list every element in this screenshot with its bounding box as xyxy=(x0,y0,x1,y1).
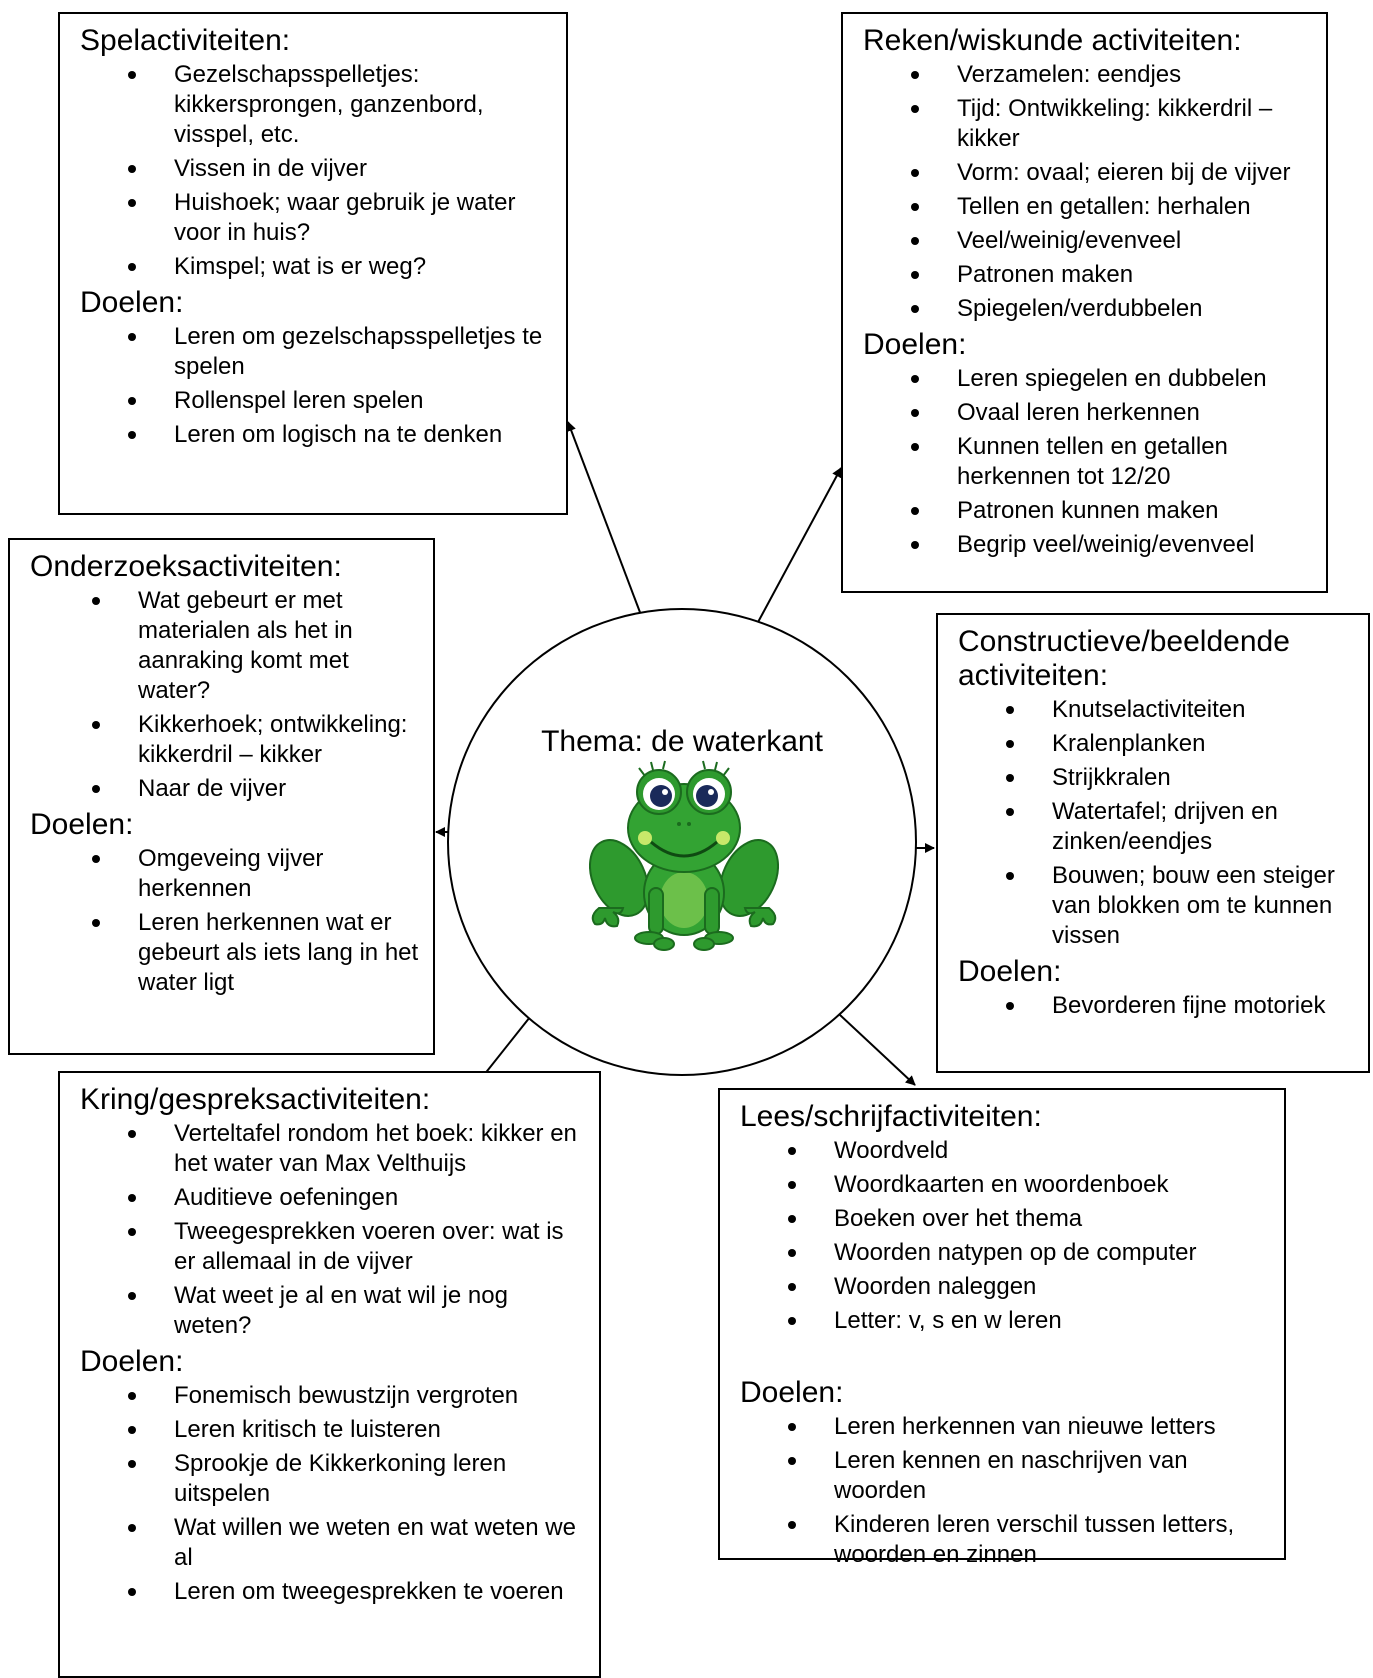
spel-title: Spelactiviteiten: xyxy=(80,24,291,57)
list-item: Vissen in de vijver xyxy=(80,154,552,184)
list-item: Tijd: Ontwikkeling: kikkerdril – kikker xyxy=(863,94,1312,154)
list-item: Bouwen; bouw een steiger van blokken om … xyxy=(958,861,1354,951)
list-item: Huishoek; waar gebruik je water voor in … xyxy=(80,188,552,248)
list-item: Strijkkralen xyxy=(958,763,1354,793)
list-item: Ovaal leren herkennen xyxy=(863,398,1312,428)
arrow-to-lees xyxy=(839,1014,916,1086)
constructief-activities-box: Constructieve/beeldende activiteiten: Kn… xyxy=(936,613,1370,1073)
list-item: Leren herkennen van nieuwe letters xyxy=(740,1412,1270,1442)
center-theme-circle: Thema: de waterkant xyxy=(447,608,917,1076)
lees-activity-list: Woordveld Woordkaarten en woordenboek Bo… xyxy=(740,1136,1270,1336)
list-item: Spiegelen/verdubbelen xyxy=(863,294,1312,324)
list-item: Kinderen leren verschil tussen letters, … xyxy=(740,1510,1270,1570)
list-item: Leren spiegelen en dubbelen xyxy=(863,364,1312,394)
list-item: Patronen kunnen maken xyxy=(863,496,1312,526)
spel-goal-list: Leren om gezelschapsspelletjes te spelen… xyxy=(80,322,552,450)
arrow-to-spel xyxy=(566,421,642,616)
reken-activity-list: Verzamelen: eendjes Tijd: Ontwikkeling: … xyxy=(863,60,1312,324)
list-item: Gezelschapsspelletjes: kikkersprongen, g… xyxy=(80,60,552,150)
list-item: Boeken over het thema xyxy=(740,1204,1270,1234)
list-item: Leren kennen en naschrijven van woorden xyxy=(740,1446,1270,1506)
reken-title: Reken/wiskunde activiteiten: xyxy=(863,24,1242,57)
list-item: Naar de vijver xyxy=(30,774,419,804)
list-item: Woorden natypen op de computer xyxy=(740,1238,1270,1268)
list-item: Kunnen tellen en getallen herkennen tot … xyxy=(863,432,1312,492)
onderzoek-activity-list: Wat gebeurt er met materialen als het in… xyxy=(30,586,419,804)
list-item: Tellen en getallen: herhalen xyxy=(863,192,1312,222)
list-item: Kikkerhoek; ontwikkeling: kikkerdril – k… xyxy=(30,710,419,770)
list-item: Leren om gezelschapsspelletjes te spelen xyxy=(80,322,552,382)
arrow-to-reken xyxy=(756,467,842,625)
kring-goal-list: Fonemisch bewustzijn vergroten Leren kri… xyxy=(80,1381,585,1607)
kring-goals-title: Doelen: xyxy=(80,1345,184,1378)
spel-goals-title: Doelen: xyxy=(80,286,184,319)
onderzoek-goals-title: Doelen: xyxy=(30,808,134,841)
list-item: Leren herkennen wat er gebeurt als iets … xyxy=(30,908,419,998)
list-item: Veel/weinig/evenveel xyxy=(863,226,1312,256)
list-item: Omgeveing vijver herkennen xyxy=(30,844,419,904)
list-item: Wat gebeurt er met materialen als het in… xyxy=(30,586,419,706)
frog-icon xyxy=(589,760,779,951)
onderzoek-title: Onderzoeksactiviteiten: xyxy=(30,550,342,583)
list-item: Kralenplanken xyxy=(958,729,1354,759)
list-item: Auditieve oefeningen xyxy=(80,1183,585,1213)
list-item: Sprookje de Kikkerkoning leren uitspelen xyxy=(80,1449,585,1509)
list-item: Kimspel; wat is er weg? xyxy=(80,252,552,282)
lees-title: Lees/schrijfactiviteiten: xyxy=(740,1100,1042,1133)
constructief-title: Constructieve/beeldende activiteiten: xyxy=(958,625,1290,692)
list-item: Fonemisch bewustzijn vergroten xyxy=(80,1381,585,1411)
list-item: Tweegesprekken voeren over: wat is er al… xyxy=(80,1217,585,1277)
spel-activities-box: Spelactiviteiten: Gezelschapsspelletjes:… xyxy=(58,12,568,515)
list-item: Begrip veel/weinig/evenveel xyxy=(863,530,1312,560)
list-item: Wat weet je al en wat wil je nog weten? xyxy=(80,1281,585,1341)
kring-activities-box: Kring/gespreksactiviteiten: Verteltafel … xyxy=(58,1071,601,1678)
list-item: Patronen maken xyxy=(863,260,1312,290)
list-item: Vorm: ovaal; eieren bij de vijver xyxy=(863,158,1312,188)
constructief-activity-list: Knutselactiviteiten Kralenplanken Strijk… xyxy=(958,695,1354,951)
kring-activity-list: Verteltafel rondom het boek: kikker en h… xyxy=(80,1119,585,1341)
onderzoek-goal-list: Omgeveing vijver herkennen Leren herkenn… xyxy=(30,844,419,998)
list-item: Wat willen we weten en wat weten we al xyxy=(80,1513,585,1573)
list-item: Letter: v, s en w leren xyxy=(740,1306,1270,1336)
list-item: Leren kritisch te luisteren xyxy=(80,1415,585,1445)
kring-title: Kring/gespreksactiviteiten: xyxy=(80,1083,431,1116)
onderzoek-activities-box: Onderzoeksactiviteiten: Wat gebeurt er m… xyxy=(8,538,435,1055)
list-item: Leren om tweegesprekken te voeren xyxy=(80,1577,585,1607)
constructief-goal-list: Bevorderen fijne motoriek xyxy=(958,991,1354,1021)
list-item: Bevorderen fijne motoriek xyxy=(958,991,1354,1021)
lees-goals-title: Doelen: xyxy=(740,1376,844,1409)
list-item: Knutselactiviteiten xyxy=(958,695,1354,725)
reken-activities-box: Reken/wiskunde activiteiten: Verzamelen:… xyxy=(841,12,1328,593)
constructief-goals-title: Doelen: xyxy=(958,955,1062,988)
reken-goals-title: Doelen: xyxy=(863,328,967,361)
list-item: Verteltafel rondom het boek: kikker en h… xyxy=(80,1119,585,1179)
reken-goal-list: Leren spiegelen en dubbelen Ovaal leren … xyxy=(863,364,1312,560)
list-item: Woordveld xyxy=(740,1136,1270,1166)
list-item: Verzamelen: eendjes xyxy=(863,60,1312,90)
lees-goal-list: Leren herkennen van nieuwe letters Leren… xyxy=(740,1412,1270,1570)
theme-title: Thema: de waterkant xyxy=(541,725,823,758)
list-item: Leren om logisch na te denken xyxy=(80,420,552,450)
list-item: Rollenspel leren spelen xyxy=(80,386,552,416)
list-item: Woordkaarten en woordenboek xyxy=(740,1170,1270,1200)
list-item: Woorden naleggen xyxy=(740,1272,1270,1302)
lees-activities-box: Lees/schrijfactiviteiten: Woordveld Woor… xyxy=(718,1088,1286,1568)
spel-activity-list: Gezelschapsspelletjes: kikkersprongen, g… xyxy=(80,60,552,282)
list-item: Watertafel; drijven en zinken/eendjes xyxy=(958,797,1354,857)
